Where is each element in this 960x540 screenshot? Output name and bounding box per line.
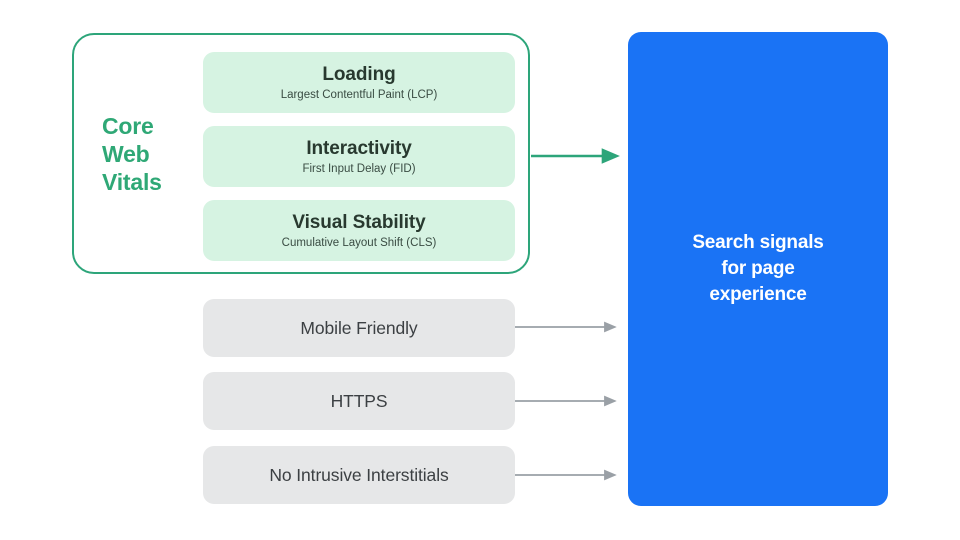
signal-box-https: HTTPS xyxy=(203,372,515,430)
signal-label-mobile-friendly: Mobile Friendly xyxy=(300,317,418,338)
core-web-vitals-label: Core Web Vitals xyxy=(102,113,162,195)
metric-subtitle-visual-stability: Cumulative Layout Shift (CLS) xyxy=(281,236,437,249)
metric-title-loading: Loading xyxy=(322,63,396,85)
search-signals-panel-text: Search signals for page experience xyxy=(692,232,824,305)
signal-box-no-intrusive-interstitials: No Intrusive Interstitials xyxy=(203,446,515,504)
metric-card-interactivity: Interactivity First Input Delay (FID) xyxy=(203,126,515,187)
metric-title-visual-stability: Visual Stability xyxy=(292,211,426,233)
metric-card-visual-stability: Visual Stability Cumulative Layout Shift… xyxy=(203,200,515,261)
metric-title-interactivity: Interactivity xyxy=(306,137,412,159)
signal-box-mobile-friendly: Mobile Friendly xyxy=(203,299,515,357)
metric-subtitle-loading: Largest Contentful Paint (LCP) xyxy=(280,88,438,101)
search-signals-panel: Search signals for page experience xyxy=(628,32,888,506)
metric-card-loading: Loading Largest Contentful Paint (LCP) xyxy=(203,52,515,113)
signal-label-https: HTTPS xyxy=(330,390,388,411)
metric-subtitle-interactivity: First Input Delay (FID) xyxy=(302,162,416,175)
signal-label-no-intrusive-interstitials: No Intrusive Interstitials xyxy=(269,464,449,485)
